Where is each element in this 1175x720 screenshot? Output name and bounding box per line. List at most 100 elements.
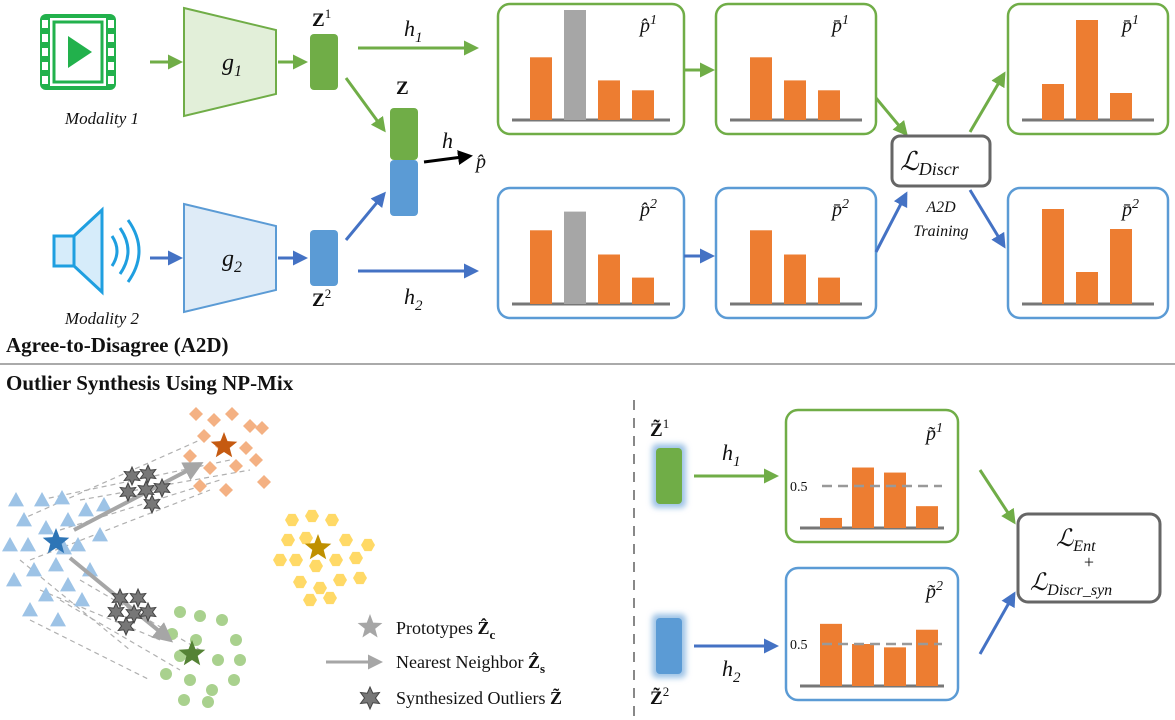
- arrow-z-h: [423, 150, 473, 165]
- zt2-embedding: [656, 618, 682, 674]
- panel-p-bar-2-out: [1006, 186, 1170, 320]
- synth-outlier-star: [139, 601, 157, 623]
- bar: [632, 277, 654, 304]
- zt2-label: Z̃2: [650, 684, 669, 709]
- triangle-point: [16, 512, 32, 527]
- triangle-point: [38, 520, 54, 535]
- bar: [884, 647, 906, 686]
- threshold-label: 0.5: [790, 480, 808, 495]
- arrow-z1-z: [344, 77, 386, 133]
- neighbor-dash: [29, 619, 151, 681]
- circle-point: [234, 654, 246, 666]
- panel-p-hat-1: [496, 2, 686, 136]
- panel-p-bar-1: [714, 2, 878, 136]
- diamond-point: [219, 483, 233, 497]
- triangle-point: [92, 527, 108, 542]
- arrow-loss-pbar2-out: [968, 189, 1006, 249]
- pt2-label: p̃2: [924, 579, 943, 603]
- a2d-section-title: Agree-to-Disagree (A2D): [6, 333, 229, 357]
- threshold-label: 0.5: [790, 638, 808, 653]
- neighbor-dash: [39, 589, 161, 641]
- circle-point: [216, 614, 228, 626]
- prototype-star-orange: [210, 432, 238, 458]
- legend-star-shape: [357, 614, 383, 638]
- triangle-point: [48, 557, 64, 572]
- z-joint-label: Z: [396, 78, 409, 99]
- h2-label: h2: [404, 284, 423, 314]
- z1-embedding: [310, 34, 338, 90]
- hexagon-point: [323, 591, 337, 605]
- loss-ent-label: ℒEnt: [1056, 526, 1096, 555]
- zt1-label: Z̃1: [650, 416, 669, 441]
- bar: [1076, 272, 1098, 304]
- a2d-training-line1: A2D: [925, 199, 956, 216]
- synth-outlier-star: [153, 477, 171, 499]
- diamond-point: [257, 475, 271, 489]
- loss-ent-syn-box: [1016, 512, 1162, 604]
- bar: [916, 629, 938, 686]
- hexagon-point: [353, 571, 367, 585]
- neighbor-dash: [19, 559, 131, 651]
- hexagon-point: [305, 509, 319, 523]
- loss-discr-box: [890, 134, 992, 188]
- bar: [820, 517, 842, 528]
- modality1-label: Modality 1: [64, 109, 139, 128]
- loss-discr-label: ℒDiscr: [900, 147, 960, 179]
- legend-synth-shape: [359, 685, 381, 711]
- loss-syn-label: ℒDiscr_syn: [1030, 570, 1112, 599]
- synth-outlier-star: [137, 479, 155, 501]
- triangle-point: [96, 497, 112, 512]
- circle-point: [178, 694, 190, 706]
- triangle-point: [60, 512, 76, 527]
- hexagon-point: [273, 553, 287, 567]
- triangle-point: [20, 537, 36, 552]
- encoder-g1: [183, 6, 277, 118]
- prototype-star-green: [178, 640, 206, 666]
- triangle-point: [8, 492, 24, 507]
- panel-p-bar-2: [714, 186, 878, 320]
- bar: [884, 472, 906, 528]
- legend-synth-icon: [359, 685, 381, 711]
- a2d-training-line2: Training: [913, 223, 968, 240]
- p-hat-1-label: p̂1: [638, 13, 657, 37]
- circle-point: [228, 674, 240, 686]
- p-bar-1-label: p̄1: [830, 13, 849, 37]
- circle-point: [230, 634, 242, 646]
- bar: [852, 467, 874, 528]
- diamond-point: [189, 407, 203, 421]
- np-mix-scatter: [2, 407, 375, 708]
- z2-embedding: [310, 230, 338, 286]
- p-hat-joint-label: p̂: [474, 151, 486, 173]
- legend-synth: Synthesized Outliers Z̃: [396, 688, 562, 708]
- pt1-label: p̃1: [924, 421, 943, 445]
- diamond-point: [203, 461, 217, 475]
- bar: [598, 254, 620, 304]
- circle-point: [212, 654, 224, 666]
- triangle-point: [2, 537, 18, 552]
- hexagon-point: [299, 531, 313, 545]
- bar: [820, 623, 842, 686]
- bar: [530, 230, 552, 304]
- panel-p-tilde-2: 0.5: [784, 566, 960, 702]
- diamond-point: [239, 441, 253, 455]
- bar: [1110, 229, 1132, 304]
- triangle-point: [38, 587, 54, 602]
- diamond-point: [183, 449, 197, 463]
- bar: [1042, 84, 1064, 120]
- triangle-point: [74, 592, 90, 607]
- bar: [564, 10, 586, 120]
- triangle-point: [22, 602, 38, 617]
- modality2-label: Modality 2: [64, 309, 140, 328]
- bar: [916, 506, 938, 528]
- circle-point: [206, 684, 218, 696]
- diamond-point: [255, 421, 269, 435]
- synth-outlier-star: [139, 463, 157, 485]
- hexagon-point: [285, 513, 299, 527]
- triangle-point: [60, 577, 76, 592]
- synth-outlier-star: [143, 493, 161, 515]
- npmix-h1-label: h1: [722, 440, 741, 470]
- arrow-pbar2-loss: [874, 191, 908, 253]
- arrow-z2-z: [344, 191, 386, 241]
- legend-prototype-icon: [357, 614, 383, 638]
- diamond-point: [193, 479, 207, 493]
